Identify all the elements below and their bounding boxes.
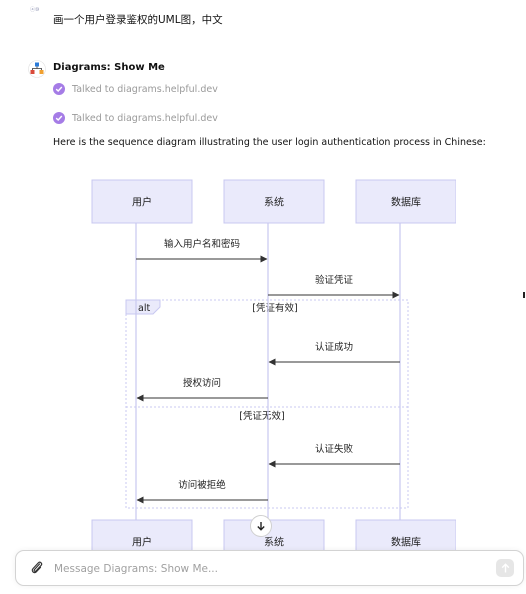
message-label: 授权访问 xyxy=(183,377,221,389)
tool-call-label: Talked to diagrams.helpful.dev xyxy=(72,112,218,124)
participant-box xyxy=(355,519,456,550)
alt-keyword: alt xyxy=(138,303,150,314)
scroll-indicator xyxy=(523,292,525,298)
participant-box xyxy=(223,519,325,550)
plugin-avatar-icon xyxy=(28,60,46,78)
sequence-diagram: alt[凭证有效][凭证无效]用户系统数据库用户系统数据库输入用户名和密码验证凭… xyxy=(80,176,456,550)
paperclip-icon[interactable] xyxy=(30,560,44,576)
message-input[interactable] xyxy=(52,558,486,580)
message-label: 认证成功 xyxy=(315,341,353,353)
user-avatar: ⓐ⑩ xyxy=(30,7,40,13)
alt-tag xyxy=(125,299,161,315)
user-message: 画一个用户登录鉴权的UML图，中文 xyxy=(53,14,223,26)
message-label: 验证凭证 xyxy=(315,274,354,286)
tool-call-label: Talked to diagrams.helpful.dev xyxy=(72,83,218,95)
alt-guard: [凭证无效] xyxy=(239,410,284,422)
message-label: 认证失败 xyxy=(315,443,354,455)
tool-call-row[interactable]: Talked to diagrams.helpful.dev xyxy=(53,82,218,96)
participant-label: 数据库 xyxy=(391,196,421,209)
participant-box xyxy=(91,179,193,224)
message-label: 访问被拒绝 xyxy=(178,479,226,491)
scroll-down-button[interactable] xyxy=(250,515,272,537)
arrow-down-icon xyxy=(257,522,265,531)
participant-box xyxy=(355,179,456,224)
participant-label: 数据库 xyxy=(391,536,421,549)
arrow-up-icon xyxy=(501,563,509,573)
alt-fragment xyxy=(125,299,409,509)
check-icon xyxy=(53,83,65,95)
participant-box xyxy=(223,179,325,224)
participant-box xyxy=(91,519,193,550)
message-composer xyxy=(15,550,524,586)
check-icon xyxy=(53,112,65,124)
send-button[interactable] xyxy=(496,559,514,577)
participant-label: 用户 xyxy=(132,196,152,209)
participant-label: 用户 xyxy=(132,536,152,549)
message-label: 输入用户名和密码 xyxy=(164,238,240,250)
tool-call-row[interactable]: Talked to diagrams.helpful.dev xyxy=(53,111,218,125)
participant-label: 系统 xyxy=(264,536,284,549)
assistant-name: Diagrams: Show Me xyxy=(53,62,165,73)
alt-guard: [凭证有效] xyxy=(252,302,297,314)
participant-label: 系统 xyxy=(264,196,284,209)
assistant-description: Here is the sequence diagram illustratin… xyxy=(53,137,486,148)
